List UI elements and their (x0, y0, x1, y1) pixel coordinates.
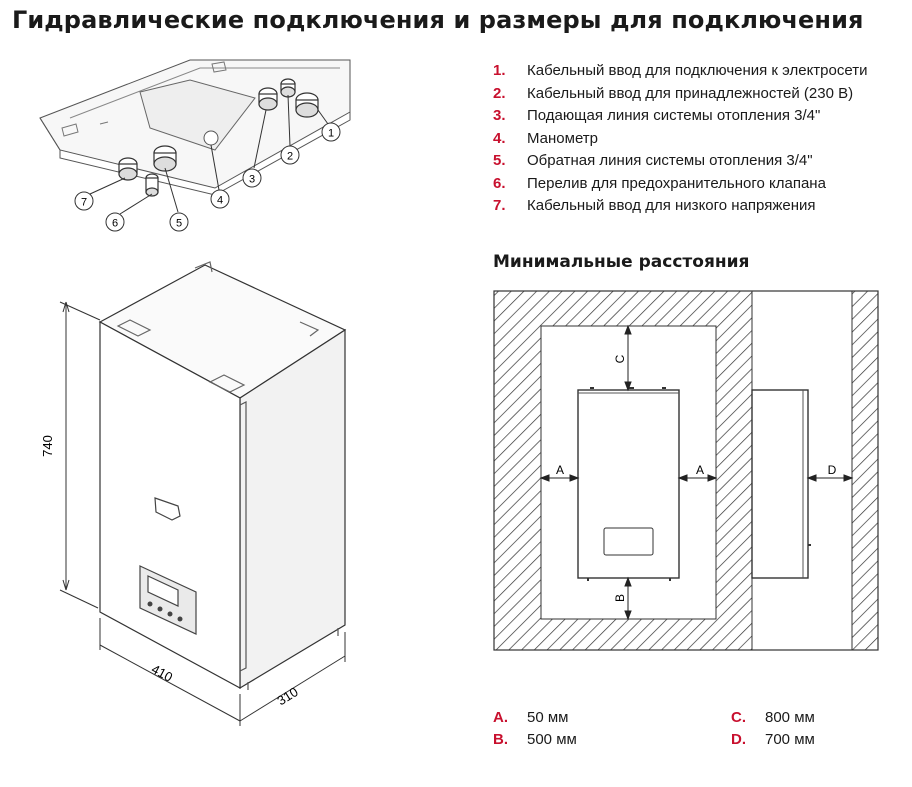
svg-text:4: 4 (217, 195, 223, 207)
callout-4: 4 (210, 189, 230, 209)
legend-number: 2. (493, 84, 506, 102)
legend-number: 7. (493, 197, 506, 214)
distance-c: C. 800 мм (731, 709, 815, 726)
distance-value: 800 мм (765, 709, 815, 726)
callout-2: 2 (280, 145, 300, 165)
clearance-label-a-left: A (556, 463, 564, 477)
distance-d: D. 700 мм (731, 731, 815, 748)
legend-text: Кабельный ввод для принадлежностей (230 … (527, 84, 854, 102)
boiler-isometric (98, 261, 347, 690)
clearance-title: Минимальные расстояния (493, 252, 750, 272)
svg-text:5: 5 (176, 218, 182, 230)
callout-leaders (89, 94, 329, 215)
legend-item: 5. Обратная линия системы отопления 3/4" (493, 150, 867, 173)
page-title: Гидравлические подключения и размеры для… (12, 6, 864, 34)
dim-depth-label: 310 (274, 684, 300, 708)
distance-value: 700 мм (765, 731, 815, 748)
clearance-label-b: B (613, 594, 627, 602)
legend-text: Манометр (527, 129, 599, 147)
distance-b: B. 500 мм (493, 731, 577, 748)
legend-item: 7. Кабельный ввод для низкого напряжения (493, 195, 867, 218)
svg-text:3: 3 (249, 174, 255, 186)
distance-value: 500 мм (527, 731, 577, 748)
distance-key: B. (493, 731, 508, 748)
legend-text: Кабельный ввод для подключения к электро… (527, 62, 868, 79)
svg-text:7: 7 (81, 197, 87, 209)
legend-number: 1. (493, 62, 506, 79)
svg-text:6: 6 (112, 218, 118, 230)
callout-1: 1 (321, 122, 341, 142)
svg-text:2: 2 (287, 151, 293, 163)
distance-key: C. (731, 709, 746, 726)
svg-text:1: 1 (328, 128, 334, 140)
fittings (118, 78, 319, 197)
clearance-label-c: C (613, 354, 627, 363)
callout-7: 7 (74, 191, 94, 211)
legend-number: 6. (493, 174, 506, 192)
distance-a: A. 50 мм (493, 709, 568, 726)
dim-height-label: 740 (40, 435, 55, 457)
legend-text: Обратная линия системы отопления 3/4" (527, 152, 813, 169)
legend-number: 4. (493, 129, 506, 147)
clearance-diagram: A A C B D (493, 290, 879, 651)
distance-key: A. (493, 709, 508, 726)
legend-text: Кабельный ввод для низкого напряжения (527, 197, 816, 214)
clearance-label-d: D (828, 463, 837, 477)
callout-5: 5 (169, 212, 189, 232)
callout-6: 6 (105, 212, 125, 232)
distance-key: D. (731, 731, 746, 748)
dimension-lines (59, 301, 346, 726)
legend-item: 3. Подающая линия системы отопления 3/4" (493, 105, 867, 128)
legend-item: 1. Кабельный ввод для подключения к элект… (493, 60, 867, 83)
legend-item: 2. Кабельный ввод для принадлежностей (23… (493, 83, 867, 106)
distance-value: 50 мм (527, 709, 569, 726)
legend-text: Подающая линия системы отопления 3/4" (527, 107, 821, 124)
dim-width-label: 410 (149, 661, 175, 684)
legend-number: 3. (493, 107, 506, 124)
connections-bottom-view (39, 59, 351, 196)
callout-3: 3 (242, 168, 262, 188)
callouts: 1 2 3 4 5 6 7 (74, 122, 341, 232)
connections-legend: 1. Кабельный ввод для подключения к элект… (493, 60, 867, 218)
legend-item: 4. Манометр (493, 128, 867, 151)
legend-item: 6. Перелив для предохранительного клапана (493, 173, 867, 196)
legend-text: Перелив для предохранительного клапана (527, 174, 826, 192)
legend-number: 5. (493, 152, 506, 169)
clearance-label-a-right: A (696, 463, 704, 477)
